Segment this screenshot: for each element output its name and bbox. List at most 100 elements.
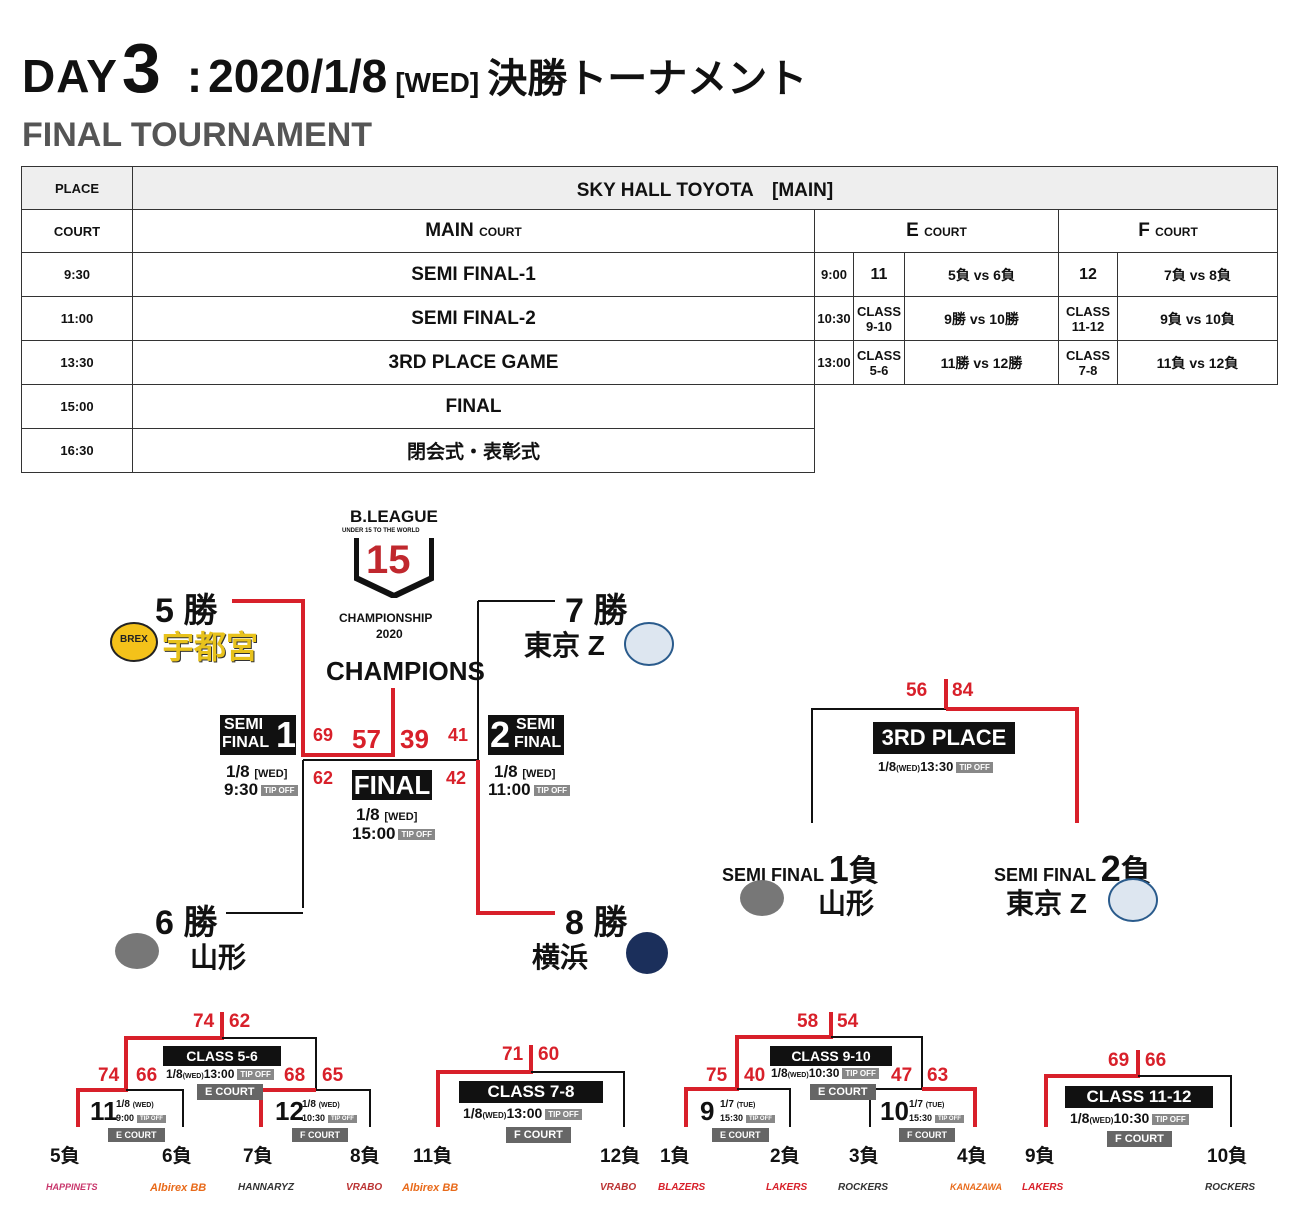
page-title: DAY3:2020/1/8[WED]決勝トーナメント <box>22 28 807 108</box>
vrabo-logo-icon: VRABO <box>600 1182 637 1193</box>
g11-score-b: 66 <box>136 1065 158 1086</box>
schedule-table: PLACE SKY HALL TOYOTA [MAIN] COURT MAIN … <box>21 166 1278 473</box>
place-value: SKY HALL TOYOTA [MAIN] <box>132 166 1278 210</box>
emblem-tagline: UNDER 15 TO THE WORLD <box>342 528 420 534</box>
g9-score-b: 40 <box>744 1065 766 1086</box>
third-box: 3RD PLACE <box>873 722 1015 754</box>
seed6-label: 6 勝 <box>155 904 218 942</box>
page-subtitle: FINAL TOURNAMENT <box>22 116 373 154</box>
albirex-logo-icon: Albirex BB <box>402 1182 459 1194</box>
title-date: 2020/1/8 <box>208 50 388 102</box>
wyverns-logo-icon <box>740 880 784 916</box>
class910-court: E COURT <box>810 1084 876 1100</box>
sf2-box: 2 SEMI FINAL <box>488 715 564 755</box>
seed-label: 2負 <box>770 1146 800 1167</box>
final-box: FINAL <box>352 770 432 800</box>
final-score-b: 39 <box>400 724 429 754</box>
seed8-label: 8 勝 <box>565 904 628 942</box>
day-label: DAY <box>22 50 118 102</box>
blazers-logo-icon: BLAZERS <box>658 1182 706 1193</box>
table-row: 9:30 SEMI FINAL-1 9:00 11 5負 vs 6負 12 7負… <box>21 252 1278 297</box>
g10-num: 10 <box>880 1096 909 1126</box>
class1112-court: F COURT <box>1107 1131 1172 1147</box>
seed5-label: 5 勝 <box>155 592 218 630</box>
final-score-a: 57 <box>352 724 381 754</box>
seed7-team: 東京 Z <box>524 630 605 661</box>
wyverns-logo-icon <box>115 933 159 969</box>
main-court-header: MAIN COURT <box>132 209 815 253</box>
g12-score-b: 65 <box>322 1065 344 1086</box>
happinets-logo-icon: HAPPINETS <box>46 1182 98 1192</box>
title-sep: : <box>186 50 203 102</box>
g9-date: 1/7 (TUE) <box>720 1099 756 1110</box>
class910-score-b: 54 <box>837 1011 859 1032</box>
seed-label: 6負 <box>162 1146 192 1167</box>
seed-label: 1負 <box>660 1146 690 1167</box>
class1112-box: CLASS 11-12 <box>1065 1086 1213 1108</box>
class78-score-b: 60 <box>538 1044 560 1065</box>
court-label: COURT <box>21 209 133 253</box>
brex-logo-text: BREX <box>120 634 148 645</box>
g9-court: E COURT <box>712 1128 769 1142</box>
seed-label: 7負 <box>243 1146 273 1167</box>
class1112-score-a: 69 <box>1108 1050 1130 1071</box>
earthfriends-logo-icon <box>624 622 674 666</box>
earthfriends-logo-icon <box>1108 878 1158 922</box>
emblem-shield-icon <box>354 538 434 598</box>
third-left-team: 山形 <box>818 888 875 919</box>
seed7-label: 7 勝 <box>565 592 628 630</box>
class1112-score-b: 66 <box>1145 1050 1167 1071</box>
third-left-label: SEMI FINAL 1負 <box>722 848 879 889</box>
class56-box: CLASS 5-6 <box>163 1046 281 1066</box>
g11-court: E COURT <box>108 1128 165 1142</box>
sf1-score-a: 69 <box>313 725 334 745</box>
rockers-logo-icon: ROCKERS <box>838 1182 889 1193</box>
day-number: 3 <box>121 29 161 107</box>
class78-box: CLASS 7-8 <box>459 1081 603 1103</box>
hannaryz-logo-icon: HANNARYZ <box>238 1182 294 1193</box>
seed-label: 5負 <box>50 1146 80 1167</box>
sf1-box: SEMI FINAL 1 <box>220 714 297 755</box>
g9-num: 9 <box>700 1096 715 1126</box>
emblem-event: CHAMPIONSHIP <box>339 611 433 625</box>
class910-box: CLASS 9-10 <box>770 1046 892 1066</box>
table-row: 13:30 3RD PLACE GAME 13:00 CLASS 5-6 11勝… <box>21 340 1278 385</box>
class910-score-a: 58 <box>797 1011 819 1032</box>
third-score-b: 84 <box>952 680 974 701</box>
class78-score-a: 71 <box>502 1044 524 1065</box>
final-date: 1/8 [WED] <box>356 805 418 824</box>
class56-score-b: 62 <box>229 1011 251 1032</box>
champions-label: CHAMPIONS <box>326 656 485 686</box>
sf2-score-b: 42 <box>446 768 467 788</box>
sf1-date: 1/8 [WED] <box>226 762 288 781</box>
seed5-team: 宇都宮 <box>162 629 259 665</box>
seed-label: 11負 <box>413 1146 453 1167</box>
seed8-team: 横浜 <box>532 942 589 973</box>
g10-score-b: 63 <box>927 1065 949 1086</box>
place-label: PLACE <box>21 166 133 210</box>
seed-label: 8負 <box>350 1146 380 1167</box>
g10-date: 1/7 (TUE) <box>909 1099 945 1110</box>
seed6-team: 山形 <box>190 942 247 973</box>
seed-label: 3負 <box>849 1146 879 1167</box>
rockers-logo-icon: ROCKERS <box>1205 1182 1256 1193</box>
g12-num: 12 <box>275 1096 304 1126</box>
table-row: 11:00 SEMI FINAL-2 10:30 CLASS 9-10 9勝 v… <box>21 296 1278 341</box>
seed-label: 9負 <box>1025 1146 1055 1167</box>
g9-score-a: 75 <box>706 1065 728 1086</box>
sf2-score-a: 41 <box>448 725 469 745</box>
g12-date: 1/8 (WED) <box>302 1099 340 1110</box>
kanazawa-logo-icon: KANAZAWA <box>950 1182 1002 1192</box>
emblem-league: B.LEAGUE <box>350 507 438 526</box>
title-jp: 決勝トーナメント <box>487 57 808 101</box>
table-row: 16:30 閉会式・表彰式 <box>21 428 1278 473</box>
seed-label: 10負 <box>1207 1146 1248 1167</box>
